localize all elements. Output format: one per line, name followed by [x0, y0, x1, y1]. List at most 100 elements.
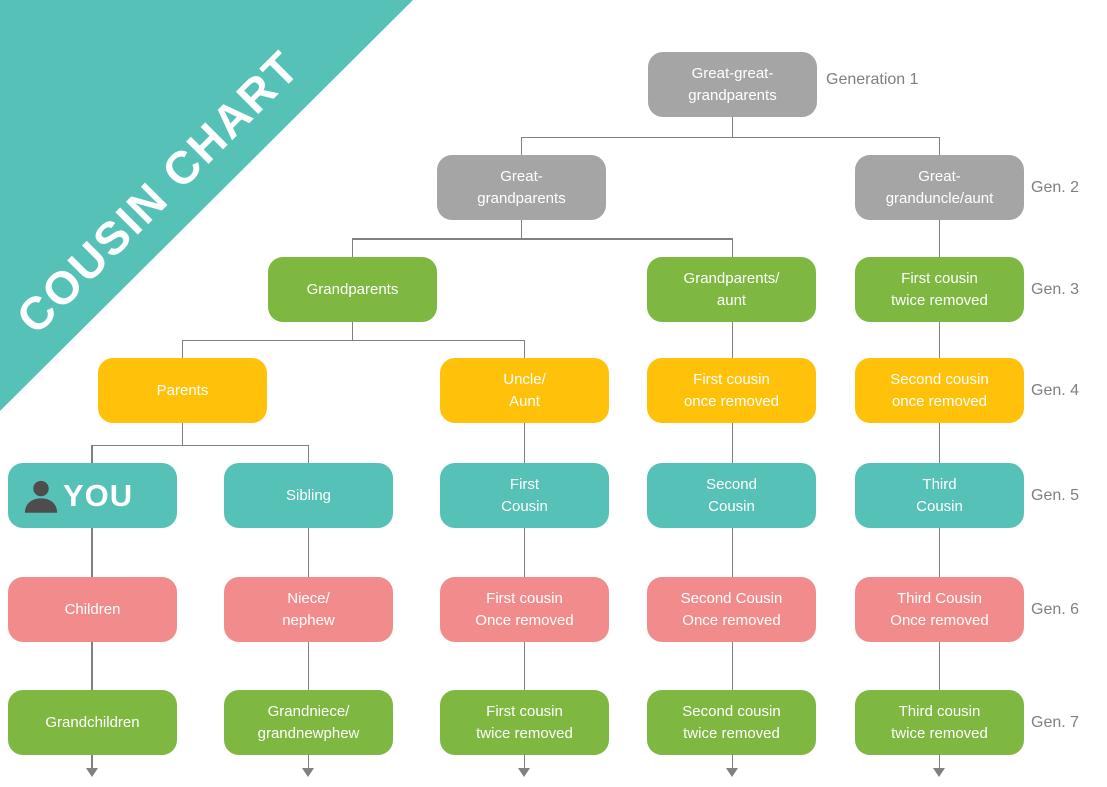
node-label: First — [509, 475, 540, 493]
node-grandparents: Grandparents — [268, 257, 437, 322]
connector-line — [938, 528, 941, 577]
arrow-down-icon — [726, 768, 739, 777]
node-first-cousin: First Cousin — [440, 463, 609, 528]
node-first-cousin-once-removed-down: First cousin Once removed — [440, 577, 609, 642]
connector-line — [181, 339, 525, 341]
connector-line — [523, 422, 526, 463]
node-label: Once removed — [475, 611, 574, 629]
node-label: Great- — [918, 167, 961, 185]
connector-line — [523, 528, 526, 577]
connector-line — [523, 642, 526, 690]
node-label: aunt — [716, 291, 747, 309]
node-label: First cousin — [693, 370, 770, 388]
connector-line — [351, 238, 354, 257]
corner-banner-triangle — [0, 0, 413, 411]
connector-line — [731, 642, 734, 690]
node-parents: Parents — [98, 358, 267, 423]
node-first-cousin-twice-removed-up: First cousin twice removed — [855, 257, 1024, 322]
node-label: First cousin — [901, 269, 978, 287]
node-children: Children — [8, 577, 177, 642]
node-third-cousin: Third Cousin — [855, 463, 1024, 528]
node-label: Grandparents — [306, 280, 399, 298]
node-label: First cousin — [486, 589, 563, 607]
connector-line — [307, 642, 310, 690]
generation-label-4: Gen. 4 — [1031, 382, 1080, 399]
connector-line — [520, 137, 523, 155]
node-grandniece-grandnephew: Grandniece/ grandnewphew — [224, 690, 393, 755]
node-first-cousin-twice-removed-down: First cousin twice removed — [440, 690, 609, 755]
node-label: twice removed — [891, 291, 988, 309]
node-label: Great-great- — [691, 64, 774, 82]
node-label: Sibling — [285, 486, 332, 504]
generation-label-7: Gen. 7 — [1031, 714, 1080, 731]
node-grandparents-aunt: Grandparents/ aunt — [647, 257, 816, 322]
node-great-grandparents: Great- grandparents — [437, 155, 606, 220]
arrow-down-icon — [518, 768, 530, 777]
node-grandchildren: Grandchildren — [8, 690, 177, 755]
connector-line — [91, 528, 93, 577]
connector-line — [938, 642, 941, 690]
node-label: nephew — [282, 611, 335, 629]
connector-line — [731, 755, 734, 770]
connector-line — [91, 444, 309, 446]
connector-line — [307, 755, 310, 770]
connector-line — [181, 340, 184, 358]
connector-line — [938, 422, 941, 463]
node-label: Children — [64, 600, 121, 618]
generation-label-2: Gen. 2 — [1031, 179, 1080, 196]
person-icon — [24, 480, 58, 513]
node-label: twice removed — [476, 724, 573, 742]
node-label: First cousin — [486, 702, 563, 720]
connector-line — [523, 755, 526, 770]
connector-line — [731, 322, 734, 358]
node-label: granduncle/aunt — [885, 189, 994, 207]
connector-line — [731, 528, 734, 577]
node-label: Once removed — [890, 611, 989, 629]
node-label: twice removed — [891, 724, 988, 742]
node-label: once removed — [683, 392, 780, 410]
node-label: YOU — [63, 477, 134, 513]
connector-line — [520, 220, 523, 239]
node-label: Uncle/ — [503, 370, 546, 388]
node-label: grandnewphew — [257, 724, 360, 742]
node-label: grandparents — [688, 86, 777, 104]
connector-line — [520, 136, 940, 138]
connector-line — [731, 117, 734, 137]
arrow-down-icon — [85, 768, 98, 777]
node-label: Second — [706, 475, 757, 493]
connector-line — [938, 755, 941, 770]
node-first-cousin-once-removed-up: First cousin once removed — [647, 358, 816, 423]
arrow-down-icon — [933, 768, 946, 777]
connector-line — [307, 445, 310, 463]
connector-line — [731, 238, 734, 257]
node-second-cousin: Second Cousin — [647, 463, 816, 528]
generation-label-3: Gen. 3 — [1031, 281, 1080, 298]
node-label: Grandchildren — [45, 713, 140, 731]
node-uncle-aunt: Uncle/ Aunt — [440, 358, 609, 423]
connector-line — [181, 422, 184, 445]
node-label: Cousin — [501, 497, 548, 515]
node-label: Once removed — [682, 611, 781, 629]
node-label: grandparents — [477, 189, 566, 207]
connector-line — [523, 340, 526, 358]
node-label: Third cousin — [898, 702, 981, 720]
generation-label-5: Gen. 5 — [1031, 487, 1080, 504]
node-second-cousin-once-removed-down: Second Cousin Once removed — [647, 577, 816, 642]
node-label: once removed — [891, 392, 988, 410]
node-label: Grandniece/ — [267, 702, 350, 720]
node-label: Second Cousin — [680, 589, 783, 607]
node-label: Parents — [156, 381, 209, 399]
connector-line — [91, 755, 93, 770]
node-third-cousin-once-removed-down: Third Cousin Once removed — [855, 577, 1024, 642]
node-you: YOU — [8, 463, 177, 528]
node-label: Great- — [500, 167, 543, 185]
connector-line — [307, 528, 310, 577]
connector-line — [731, 422, 734, 463]
arrow-down-icon — [302, 768, 314, 777]
node-niece-nephew: Niece/ nephew — [224, 577, 393, 642]
connector-line — [351, 322, 354, 340]
connector-line — [91, 445, 93, 463]
connector-line — [938, 220, 941, 257]
node-label: Niece/ — [287, 589, 330, 607]
node-label: Grandparents/ — [683, 269, 780, 287]
